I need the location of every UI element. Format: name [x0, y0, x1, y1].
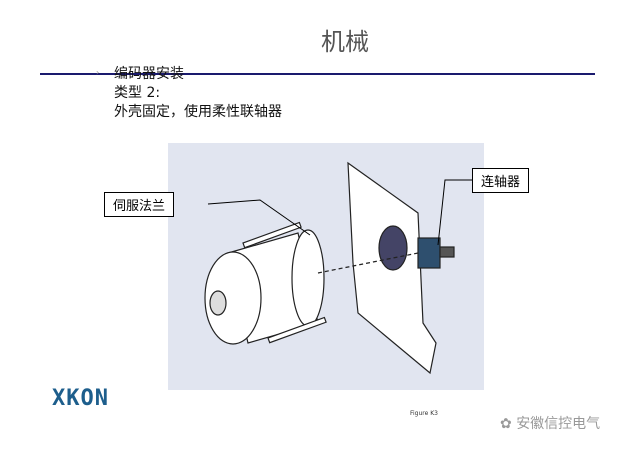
- slide-title: 机械: [321, 28, 369, 56]
- bullet-icon: ›: [96, 68, 100, 77]
- watermark-text: 安徽信控电气: [516, 416, 601, 432]
- encoder-drawing: [204, 161, 455, 375]
- watermark: ✿ 安徽信控电气: [500, 413, 600, 433]
- plate-hole: [378, 225, 408, 271]
- company-logo: XKON: [52, 386, 109, 411]
- encoder-face: [204, 251, 262, 345]
- callout-coupling: 连轴器: [472, 168, 530, 193]
- bullet-description: 外壳固定，使用柔性联轴器: [114, 104, 282, 120]
- bullet-heading: 编码器安装: [114, 66, 184, 82]
- encoder-illustration: [168, 143, 484, 390]
- callout-servo-flange: 伺服法兰: [104, 192, 175, 217]
- wechat-icon: ✿: [500, 416, 517, 432]
- title-divider: [40, 73, 595, 75]
- bullet-type: 类型 2:: [114, 85, 161, 101]
- figure-label: Figure K3: [410, 410, 438, 417]
